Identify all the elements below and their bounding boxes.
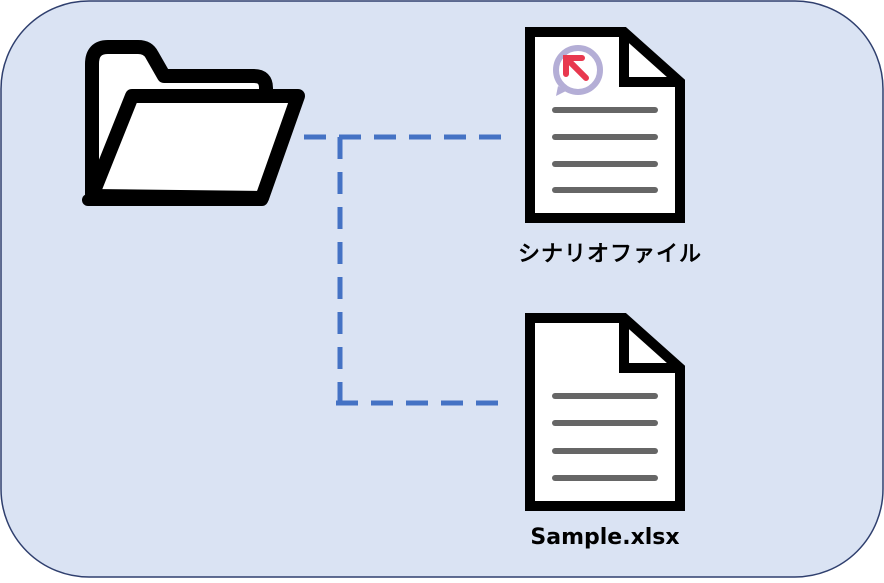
arrow-up-left-circle-icon: [553, 45, 603, 96]
scenario-document-lines: [552, 107, 658, 193]
folder-icon: [82, 40, 305, 206]
sample-document-lines: [552, 393, 658, 481]
sample-file-label: Sample.xlsx: [530, 525, 680, 550]
connector-lines: [304, 134, 508, 406]
sample-document-icon: [525, 313, 685, 511]
scenario-file-label: シナリオファイル: [517, 242, 702, 267]
scenario-document-icon: [525, 27, 685, 223]
